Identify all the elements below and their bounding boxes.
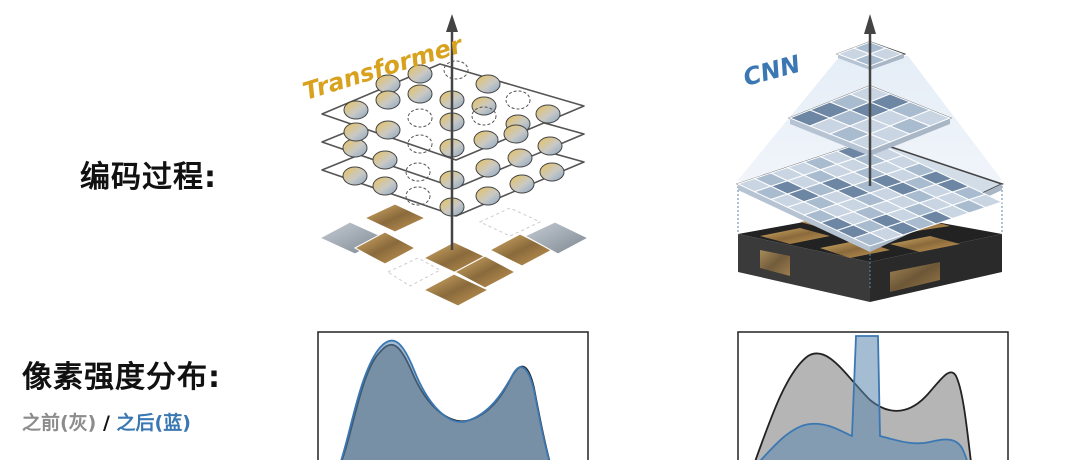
legend-before-gray: 之前(灰) xyxy=(22,412,97,434)
cnn-projection-lines xyxy=(737,186,1003,290)
cnn-grid-cell xyxy=(868,47,904,61)
cnn-title: CNN xyxy=(740,50,803,92)
cnn-feature-map-medium xyxy=(787,85,953,156)
encoding-process-label: 编码过程: xyxy=(80,160,217,195)
transformer-up-arrow xyxy=(446,14,458,250)
cnn-after-blue-curve xyxy=(759,335,968,460)
cnn-diagram: CNN xyxy=(735,14,1005,302)
transformer-image-patches xyxy=(318,203,590,307)
legend-separator: / xyxy=(96,412,117,434)
transformer-diagram: Transformer xyxy=(300,14,590,307)
distribution-legend: 之前(灰) / 之后(蓝) xyxy=(22,408,191,435)
cnn-feature-map-large xyxy=(735,139,1005,252)
cnn-grid-cell xyxy=(967,193,1004,209)
cnn-up-arrow xyxy=(864,14,876,186)
cnn-distribution-panel xyxy=(737,331,1009,460)
transformer-after-blue-curve xyxy=(340,339,550,460)
transformer-tokens-top xyxy=(343,60,561,158)
cnn-grid-cell xyxy=(908,109,952,127)
legend-after-blue: 之后(蓝) xyxy=(116,412,191,434)
pixel-intensity-distribution-label: 像素强度分布: xyxy=(22,360,221,395)
transformer-distribution-panel xyxy=(317,331,589,460)
transformer-tokens-layer3 xyxy=(342,162,565,217)
